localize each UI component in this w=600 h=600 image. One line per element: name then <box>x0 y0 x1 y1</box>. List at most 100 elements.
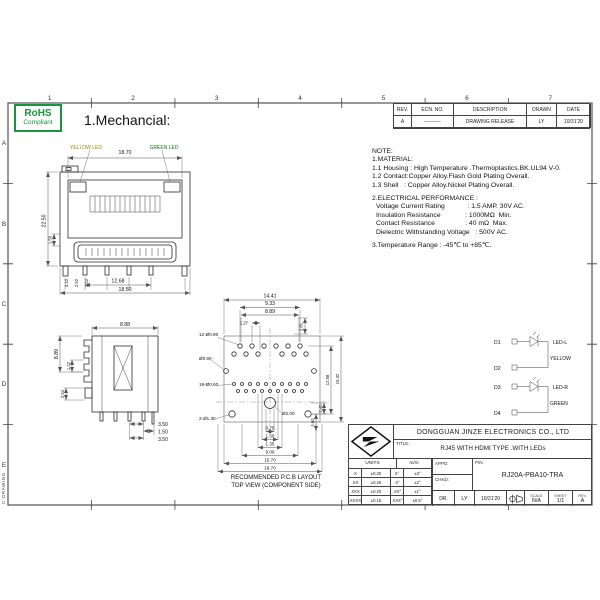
tol-cell: ±0.20 <box>362 487 391 496</box>
electrical-line: Insulation Resistance : 1000MΩ Min. <box>376 211 512 219</box>
tol-cell: X° <box>391 469 404 478</box>
rev-header-ecn: ECN. NO. <box>412 104 454 116</box>
drawing-title: RJ45 WITH HDMI TYPE .WITH LEDs <box>440 445 546 452</box>
rohs-badge-line1: RoHS <box>24 108 52 119</box>
pcb-centerlines <box>216 328 330 430</box>
rev-header-description: DESCRIPTION <box>454 104 527 116</box>
led-pin-label: D2 <box>494 366 501 372</box>
zone-col-label: 5 <box>382 95 386 102</box>
zone-row-label: A <box>2 140 7 147</box>
hole-callout: Ø0.90 <box>199 356 212 361</box>
pcb-extension-lines <box>210 298 344 472</box>
dim-label: 2.40 <box>318 404 323 413</box>
chkd-label: CHKD: <box>435 477 450 482</box>
dim-label: 12.58 <box>325 374 330 385</box>
dim-label: 18.50 <box>119 287 132 293</box>
zone-col-label: 7 <box>548 95 552 102</box>
appd-label: APPD: <box>435 461 449 466</box>
rev-cell-description: DRAWING RELEASE <box>454 116 527 128</box>
led-left-color-label: YELLOW <box>550 356 571 362</box>
pn-label: P/N: <box>475 460 484 465</box>
led-left-label: LED-L <box>553 340 567 346</box>
dim-label: 12.68 <box>112 279 125 285</box>
dim-label: 1.22 <box>66 361 71 370</box>
corner-drawing-label: C-DRAWING <box>1 472 6 504</box>
rev-cell-date: 10/31'20 <box>557 116 591 128</box>
tol-cell: ±1° <box>404 487 432 496</box>
rev-value: A <box>580 497 585 504</box>
zone-col-label: 6 <box>465 95 469 102</box>
side-view-details <box>101 336 149 412</box>
electrical-title: 2.ELECTRICAL PERFORMANCE : <box>372 195 478 203</box>
electrical-line: Dielectric Withstanding Voltage : 500V A… <box>376 228 508 236</box>
tolerance-table: .X ±0.30 X° ±3° .XX ±0.25 .X° ±2° .XXX ±… <box>349 469 432 505</box>
dim-label: 1.27 <box>240 321 249 326</box>
dim-label: 8.89 <box>265 309 275 315</box>
page-title: 1.Mechancial: <box>84 112 171 128</box>
zone-col-label: 1 <box>48 95 52 102</box>
rev-cell-ecn: ---------- <box>412 116 454 128</box>
pcb-note-line2: TOP VIEW (COMPONENT SIDE) <box>231 483 321 489</box>
tol-cell: .XXX° <box>391 496 404 505</box>
front-view-outline <box>59 165 191 277</box>
pcb-outline <box>223 335 321 423</box>
dim-label: 2.54 <box>60 389 65 398</box>
part-number: RJ20A-PBA10-TRA <box>501 472 564 479</box>
led-right-label: LED-R <box>553 385 568 391</box>
dim-label: 1.50 <box>266 434 275 439</box>
hole-callout: 19-Ø0.60 <box>199 382 219 387</box>
pcb-layout-drawing: 14.41 9.33 8.89 1.27 12-Ø0.90 Ø0.90 19-Ø… <box>199 294 344 473</box>
rev-cell-drawn: LY <box>527 116 557 128</box>
dim-label: 3.50 <box>158 422 168 428</box>
tol-cell: .X <box>349 469 362 478</box>
temperature-line: 3.Temperature Range : -45℃ to +85℃. <box>372 242 492 250</box>
rev-header-rev: REV. <box>394 104 412 116</box>
pcb-note: RECOMMENDED P.C.B LAYOUT TOP VIEW (COMPO… <box>196 474 356 490</box>
rohs-badge-line2: Compliant <box>23 119 53 126</box>
tol-cell: .XX <box>349 478 362 487</box>
dim-label: 9.00 <box>266 450 275 455</box>
dim-label: 15.32 <box>335 373 340 384</box>
tol-cell: .XXXX <box>349 496 362 505</box>
led-pin-label: D3 <box>494 385 501 391</box>
side-view-extension-lines <box>58 326 159 440</box>
scale-value: N/A <box>531 497 542 504</box>
scale-label: SCALE <box>530 493 543 498</box>
dim-label: 1.50 <box>158 430 168 436</box>
dim-label: 15.70 <box>264 458 276 463</box>
rev-cell-rev: A <box>394 116 412 128</box>
dim-label: 2.81 <box>299 322 304 331</box>
dim-label: 8.89 <box>54 349 60 359</box>
units-value: m/m <box>397 459 432 469</box>
rev-label: REV. <box>578 493 587 498</box>
dim-label: 0.75 <box>266 426 275 431</box>
tol-cell: .X° <box>391 478 404 487</box>
dim-label: 2.52 <box>74 278 79 287</box>
zone-col-label: 3 <box>215 95 219 102</box>
zone-col-label: 4 <box>298 95 302 102</box>
material-line: 1.2 Contact:Copper Alloy.Flash Gold Plat… <box>372 173 530 181</box>
company-name: DONGGUAN JINZE ELECTRONICS CO., LTD <box>394 425 592 440</box>
hole-callout: Ø2.00 <box>282 411 295 416</box>
yellow-led-label: YELLOW LED <box>70 145 102 151</box>
rev-header-date: DATE <box>557 104 591 116</box>
pcb-holes <box>223 343 317 418</box>
third-angle-projection-icon <box>508 494 523 503</box>
rohs-badge: RoHS Compliant <box>14 104 62 132</box>
led-right-color-label: GREEN <box>550 401 568 407</box>
pcb-note-line1: RECOMMENDED P.C.B LAYOUT <box>230 475 322 481</box>
dim-label: 1.35 <box>266 442 275 447</box>
dim-label: 3.42 <box>64 278 69 287</box>
electrical-line: Contact Resistance : 40 mΩ Max. <box>376 220 508 228</box>
zone-col-label: 2 <box>131 95 135 102</box>
dim-label: 2.52 <box>84 278 89 287</box>
front-view-drawing: 18.70 22.50 1.50 3.42 2.52 2.52 12.68 18… <box>42 145 191 295</box>
zone-tick-marks <box>3 98 597 510</box>
zone-row-label: B <box>2 221 6 228</box>
tol-cell: ±0.5° <box>404 496 432 505</box>
zone-row-label: E <box>2 462 7 469</box>
tol-cell: .XXX <box>349 487 362 496</box>
tol-cell: ±0.25 <box>362 478 391 487</box>
dim-label: 3.50 <box>158 437 168 442</box>
